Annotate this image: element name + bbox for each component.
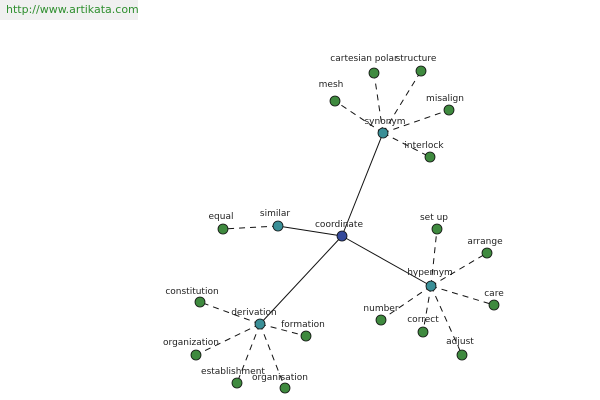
edge-hypernym-set-up <box>430 228 438 287</box>
node-label-organisation[interactable]: organisation <box>252 373 308 383</box>
edge-layer <box>195 70 495 389</box>
node-label-adjust[interactable]: adjust <box>446 337 474 347</box>
node-label-mesh[interactable]: mesh <box>319 80 344 90</box>
node-organisation[interactable] <box>279 382 291 394</box>
node-interlock[interactable] <box>424 151 436 163</box>
edge-coordinate-hypernym <box>341 235 432 287</box>
node-label-equal[interactable]: equal <box>209 212 234 222</box>
edge-derivation-organisation <box>259 323 286 389</box>
node-label-constitution[interactable]: constitution <box>165 287 218 297</box>
node-similar[interactable] <box>272 220 284 232</box>
node-establishment[interactable] <box>231 377 243 389</box>
node-coordinate[interactable] <box>336 230 348 242</box>
node-mesh[interactable] <box>329 95 341 107</box>
node-adjust[interactable] <box>456 349 468 361</box>
edge-coordinate-similar <box>277 225 343 237</box>
node-equal[interactable] <box>217 223 229 235</box>
url-banner: http://www.artikata.com <box>0 0 139 20</box>
node-label-hypernym[interactable]: hypernym <box>407 268 453 278</box>
node-synonym[interactable] <box>377 127 389 139</box>
node-label-structure[interactable]: structure <box>396 54 437 64</box>
node-organization[interactable] <box>190 349 202 361</box>
node-layer <box>190 65 500 394</box>
edge-coordinate-synonym <box>341 132 384 237</box>
node-label-care[interactable]: care <box>484 289 504 299</box>
edge-synonym-mesh <box>334 100 384 134</box>
node-structure[interactable] <box>415 65 427 77</box>
node-formation[interactable] <box>300 330 312 342</box>
edge-hypernym-adjust <box>430 285 463 356</box>
node-correct[interactable] <box>417 326 429 338</box>
edge-synonym-structure <box>382 70 422 134</box>
node-cartesian-polar[interactable] <box>368 67 380 79</box>
edge-hypernym-correct <box>422 285 432 333</box>
node-care[interactable] <box>488 299 500 311</box>
node-label-interlock[interactable]: interlock <box>404 141 444 151</box>
edge-coordinate-derivation <box>259 235 343 325</box>
node-label-derivation[interactable]: derivation <box>231 308 277 318</box>
edge-synonym-interlock <box>382 132 431 158</box>
node-derivation[interactable] <box>254 318 266 330</box>
node-label-coordinate[interactable]: coordinate <box>315 220 363 230</box>
node-label-cartesian-polar[interactable]: cartesian polar <box>330 54 398 64</box>
node-label-similar[interactable]: similar <box>260 209 290 219</box>
node-label-arrange[interactable]: arrange <box>467 237 503 247</box>
site-url-link[interactable]: http://www.artikata.com <box>6 3 139 16</box>
node-label-number[interactable]: number <box>363 304 398 314</box>
node-label-establishment[interactable]: establishment <box>201 367 265 377</box>
node-label-misalign[interactable]: misalign <box>426 94 464 104</box>
node-misalign[interactable] <box>443 104 455 116</box>
edge-derivation-formation <box>259 323 307 337</box>
node-label-set-up[interactable]: set up <box>420 213 448 223</box>
edge-similar-equal <box>222 225 279 230</box>
edge-derivation-organization <box>195 323 261 356</box>
node-label-organization[interactable]: organization <box>163 338 219 348</box>
node-arrange[interactable] <box>481 247 493 259</box>
node-hypernym[interactable] <box>425 280 437 292</box>
node-constitution[interactable] <box>194 296 206 308</box>
node-label-formation[interactable]: formation <box>281 320 325 330</box>
node-label-correct[interactable]: correct <box>407 315 439 325</box>
edge-synonym-misalign <box>382 109 450 134</box>
node-label-synonym[interactable]: synonym <box>364 117 405 127</box>
node-number[interactable] <box>375 314 387 326</box>
node-set-up[interactable] <box>431 223 443 235</box>
